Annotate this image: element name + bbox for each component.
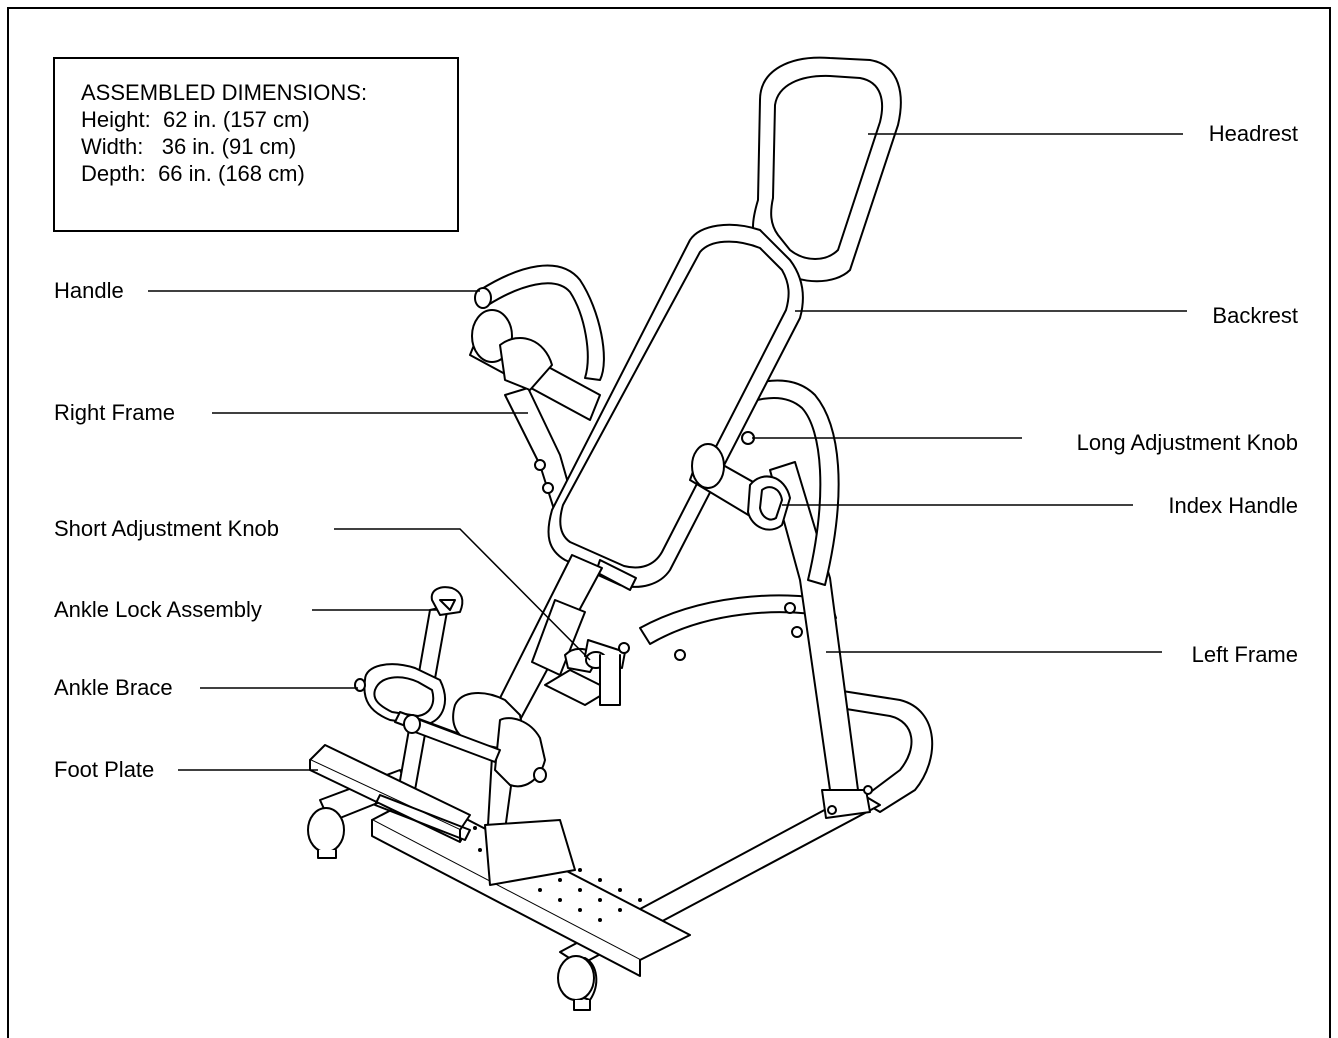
label-handle: Handle bbox=[54, 278, 124, 303]
dimension-row-height: Height: 62 in. (157 cm) bbox=[81, 107, 310, 132]
headrest-drawing bbox=[752, 56, 902, 283]
label-headrest: Headrest bbox=[1208, 121, 1298, 146]
ankle-brace-drawing bbox=[354, 663, 547, 788]
foot-plate-drawing bbox=[309, 744, 471, 843]
label-ankle-brace: Ankle Brace bbox=[54, 675, 173, 700]
label-short-adjustment-knob: Short Adjustment Knob bbox=[54, 516, 280, 541]
leader-short-adjustment-knob bbox=[334, 528, 591, 661]
dimensions-title: ASSEMBLED DIMENSIONS: bbox=[81, 80, 368, 105]
label-left-frame: Left Frame bbox=[1191, 642, 1298, 667]
dimension-row-depth: Depth: 66 in. (168 cm) bbox=[81, 161, 305, 186]
assembled-dimensions-box: ASSEMBLED DIMENSIONS: Height: 62 in. (15… bbox=[53, 57, 459, 232]
pivot-and-index bbox=[689, 431, 791, 531]
label-index-handle: Index Handle bbox=[1168, 493, 1298, 518]
left-frame-drawing bbox=[769, 461, 873, 819]
label-right-frame: Right Frame bbox=[54, 400, 176, 425]
backrest-drawing bbox=[547, 223, 804, 591]
center-tube bbox=[484, 554, 686, 886]
rear-cross-tube bbox=[469, 309, 601, 421]
label-long-adjustment-knob: Long Adjustment Knob bbox=[1076, 430, 1298, 455]
outer-border bbox=[7, 7, 1331, 1038]
label-ankle-lock-assembly: Ankle Lock Assembly bbox=[54, 597, 262, 622]
inversion-table-drawing bbox=[307, 56, 934, 1011]
label-foot-plate: Foot Plate bbox=[54, 757, 155, 782]
label-backrest: Backrest bbox=[1212, 303, 1298, 328]
leader-lines bbox=[148, 133, 1187, 771]
dimension-row-width: Width: 36 in. (91 cm) bbox=[81, 134, 297, 159]
